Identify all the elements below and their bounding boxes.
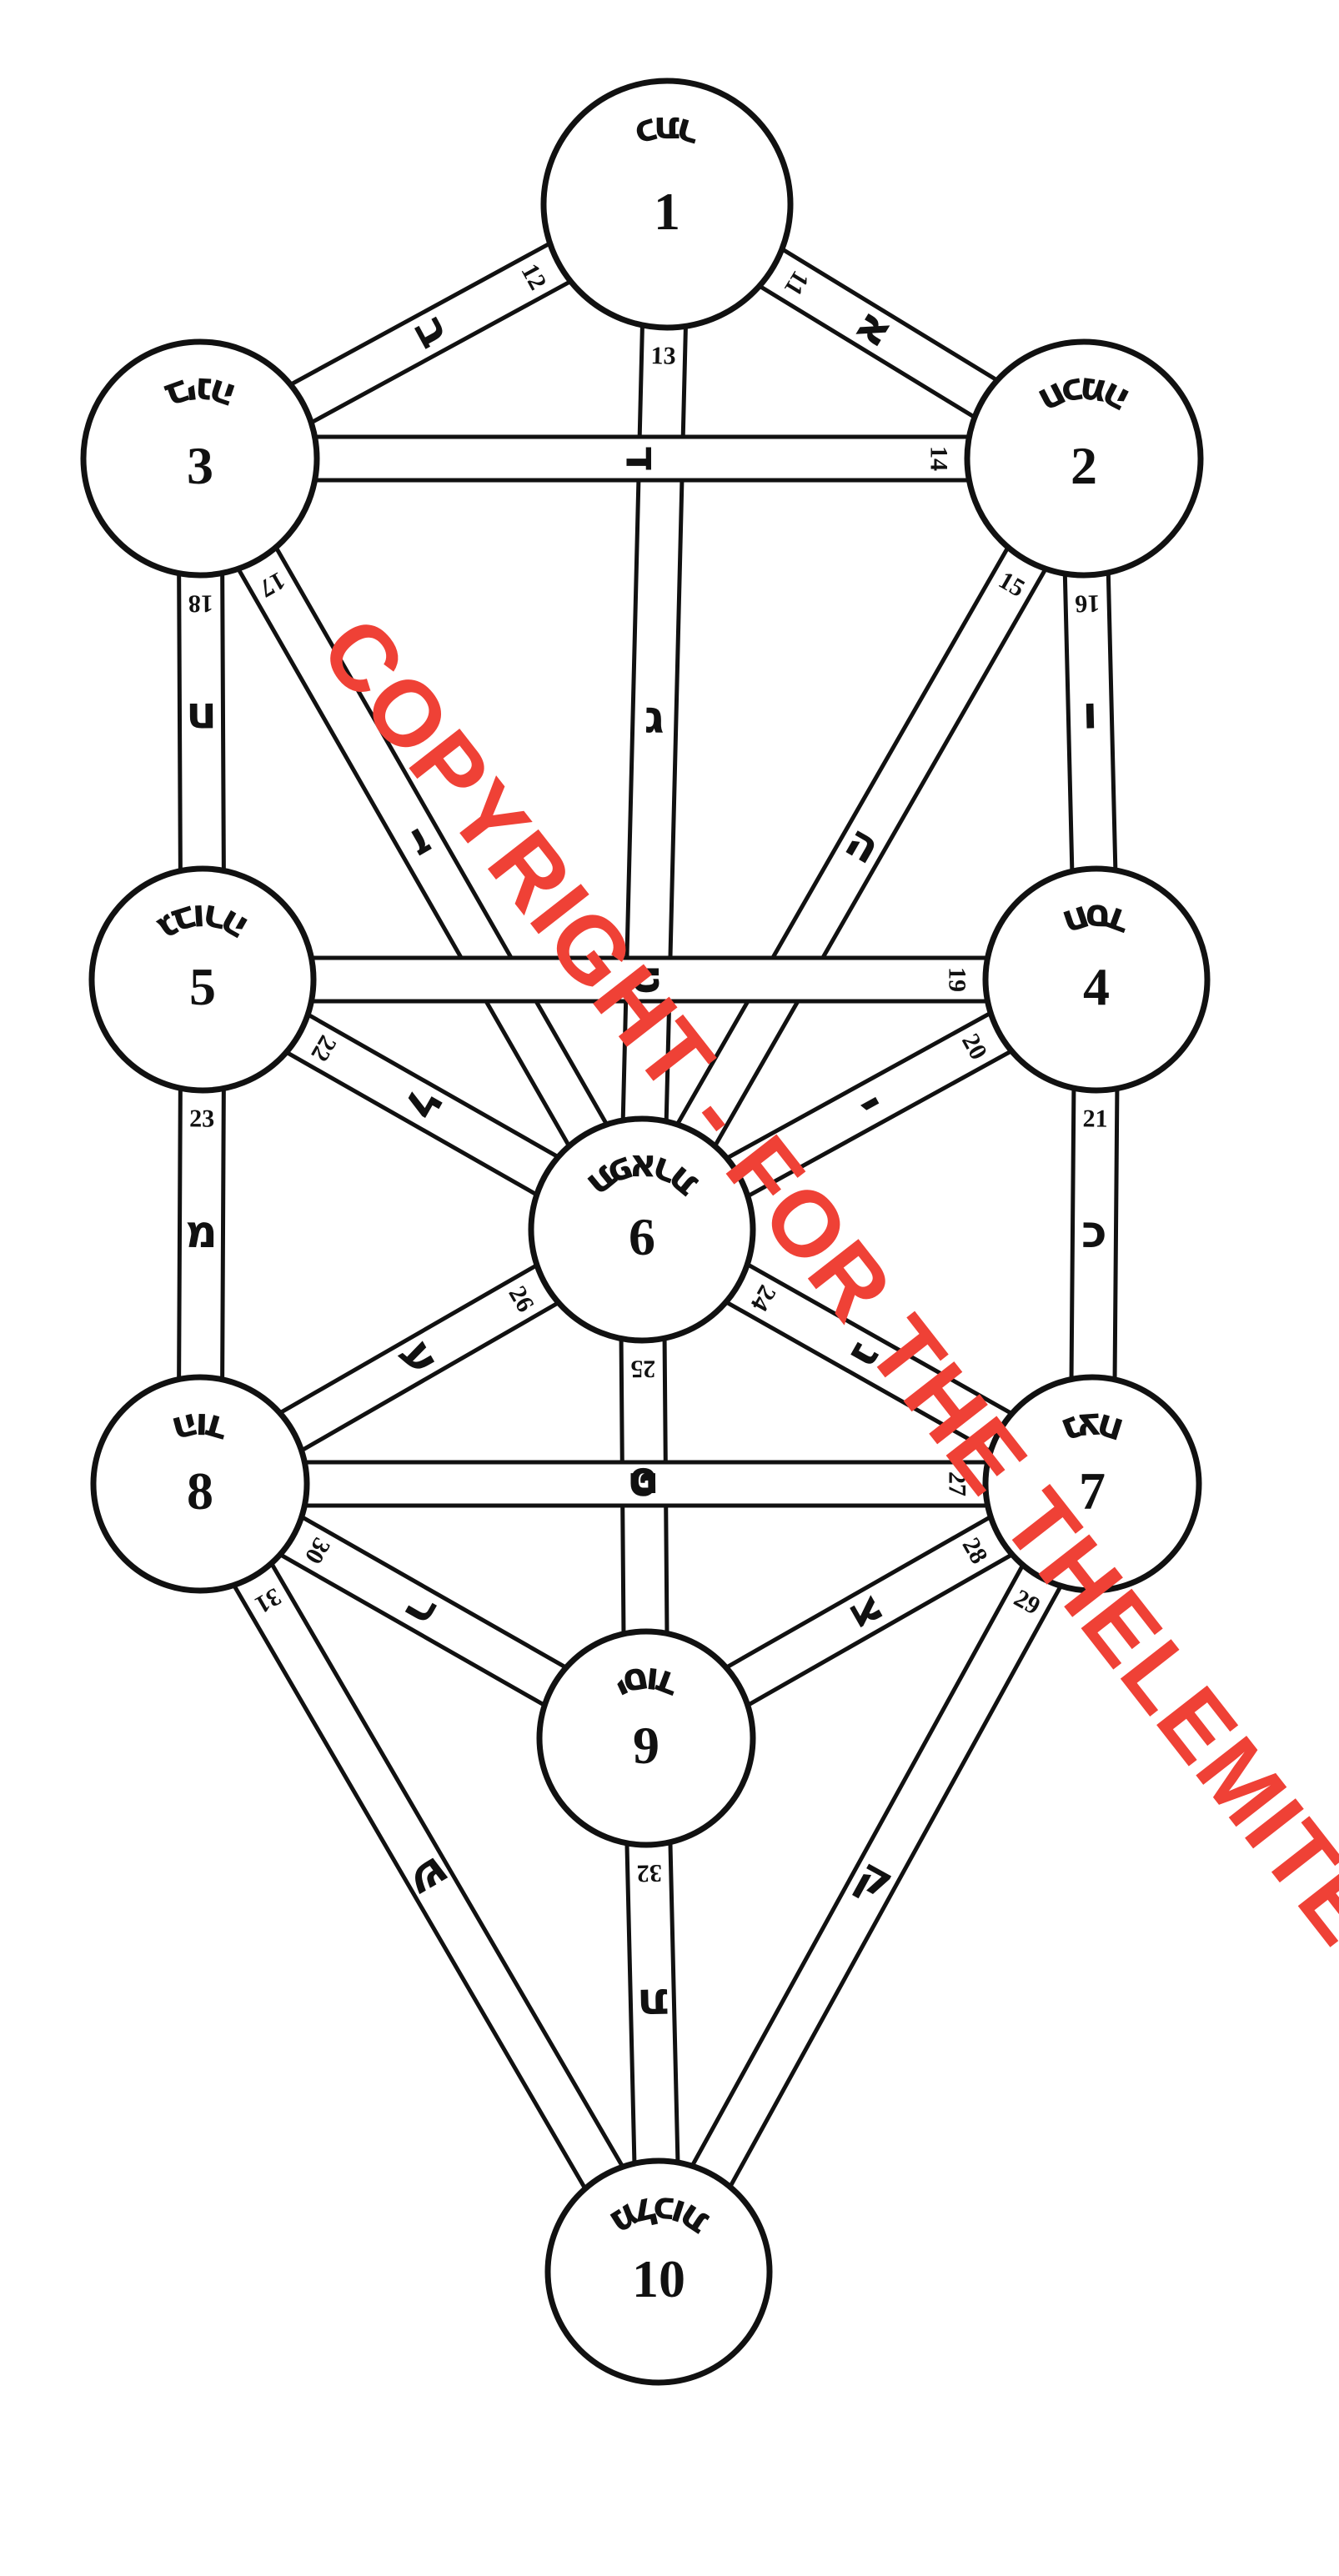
path-letter-32: ת bbox=[636, 1978, 668, 2032]
sephirah-circle-7 bbox=[982, 1374, 1202, 1594]
sephirah-name-3: בינה bbox=[159, 369, 241, 421]
sephirah-number-4: 4 bbox=[1083, 957, 1110, 1016]
path-number-23: 23 bbox=[189, 1105, 214, 1132]
sephirah-3[interactable]: בינה 3 bbox=[80, 338, 320, 579]
sephirah-number-5: 5 bbox=[189, 957, 216, 1016]
sephirah-circle-10 bbox=[544, 2158, 773, 2386]
sephirah-1[interactable]: כתר 1 bbox=[540, 78, 794, 331]
sephirah-circle-3 bbox=[80, 338, 320, 579]
sephirah-name-1: כתר bbox=[629, 108, 705, 158]
path-number-21: 21 bbox=[1082, 1105, 1107, 1132]
sephirah-number-2: 2 bbox=[1071, 436, 1097, 495]
sephirah-number-9: 9 bbox=[633, 1716, 659, 1775]
path-letter-21: כ bbox=[1081, 1205, 1107, 1258]
sephirah-circle-1 bbox=[540, 78, 794, 331]
sephirah-name-8: הוד bbox=[168, 1404, 233, 1454]
sephirah-circle-4 bbox=[982, 865, 1211, 1094]
sephirah-circle-5 bbox=[88, 865, 317, 1094]
path-number-25: 25 bbox=[630, 1355, 655, 1382]
path-number-16: 16 bbox=[1075, 589, 1101, 618]
sephirah-name-4: חסד bbox=[1057, 896, 1136, 948]
path-letter-23: מ bbox=[185, 1205, 218, 1258]
path-letter-19: ט bbox=[624, 965, 676, 995]
sephirah-number-1: 1 bbox=[654, 182, 680, 241]
sephirah-number-3: 3 bbox=[187, 436, 213, 495]
sephirah-4[interactable]: חסד 4 bbox=[982, 865, 1211, 1094]
sephirah-number-6: 6 bbox=[629, 1207, 655, 1266]
sephirah-number-10: 10 bbox=[632, 2249, 685, 2308]
path-letter-16: ו bbox=[1081, 693, 1098, 745]
path-letter-18: ח bbox=[186, 693, 217, 745]
sephirah-circle-2 bbox=[964, 338, 1204, 579]
sephirah-circle-8 bbox=[90, 1374, 310, 1594]
path-number-32: 32 bbox=[636, 1859, 662, 1887]
path-letter-14: ד bbox=[616, 445, 669, 472]
sephirah-circle-9 bbox=[536, 1628, 756, 1848]
sephiroth-layer: כתר1חכמה2בינה3חסד4גבורה5תפארת6נצח7הוד8יס… bbox=[80, 78, 1211, 2386]
path-letter-27: פ bbox=[620, 1469, 673, 1499]
sephirah-number-8: 8 bbox=[187, 1461, 213, 1521]
path-letter-13: ג bbox=[644, 690, 665, 744]
path-number-13: 13 bbox=[650, 342, 676, 370]
path-number-18: 18 bbox=[188, 589, 213, 617]
path-number-19: 19 bbox=[944, 967, 971, 992]
path-number-27: 27 bbox=[944, 1471, 971, 1496]
sephirah-circle-6 bbox=[528, 1115, 756, 1344]
sephirah-8[interactable]: הוד 8 bbox=[90, 1374, 310, 1594]
sephirah-number-7: 7 bbox=[1079, 1461, 1106, 1521]
path-letter-25: ס bbox=[629, 1457, 659, 1510]
path-number-14: 14 bbox=[925, 446, 953, 471]
